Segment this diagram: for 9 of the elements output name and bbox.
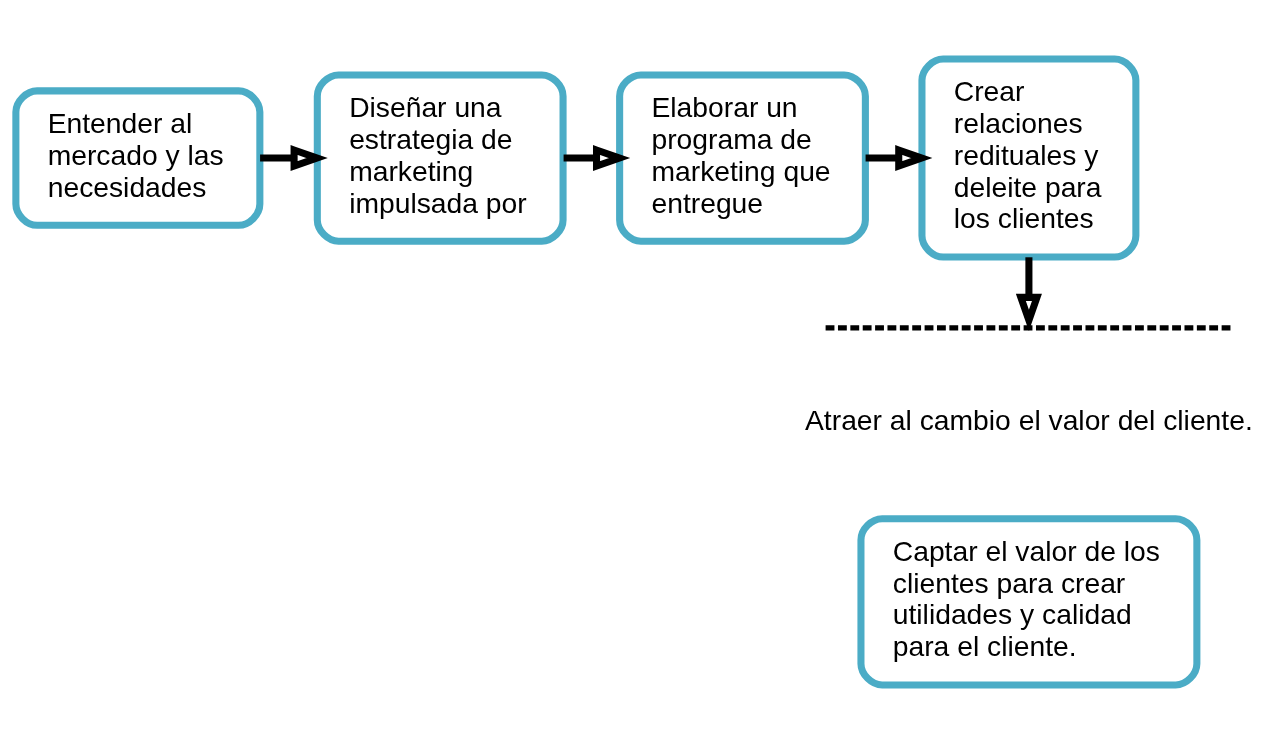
arrow	[563, 145, 631, 172]
node-box: Elaborar un programa de marketing que entregue	[616, 71, 869, 245]
node-line	[825, 325, 1233, 331]
node-box: Diseñar una estrategia de marketing impulsada por	[313, 71, 567, 245]
node-box: Entender al mercado y las necesidades	[12, 87, 264, 229]
arrow	[865, 145, 933, 172]
node-box: Captar el valor de los clientes para crear utilidades y calidad para el cliente.	[857, 515, 1201, 689]
node-box: Crear relaciones redituales y deleite para los clientes	[918, 55, 1140, 261]
label: Atraer al cambio el valor del cliente.	[805, 403, 1253, 436]
